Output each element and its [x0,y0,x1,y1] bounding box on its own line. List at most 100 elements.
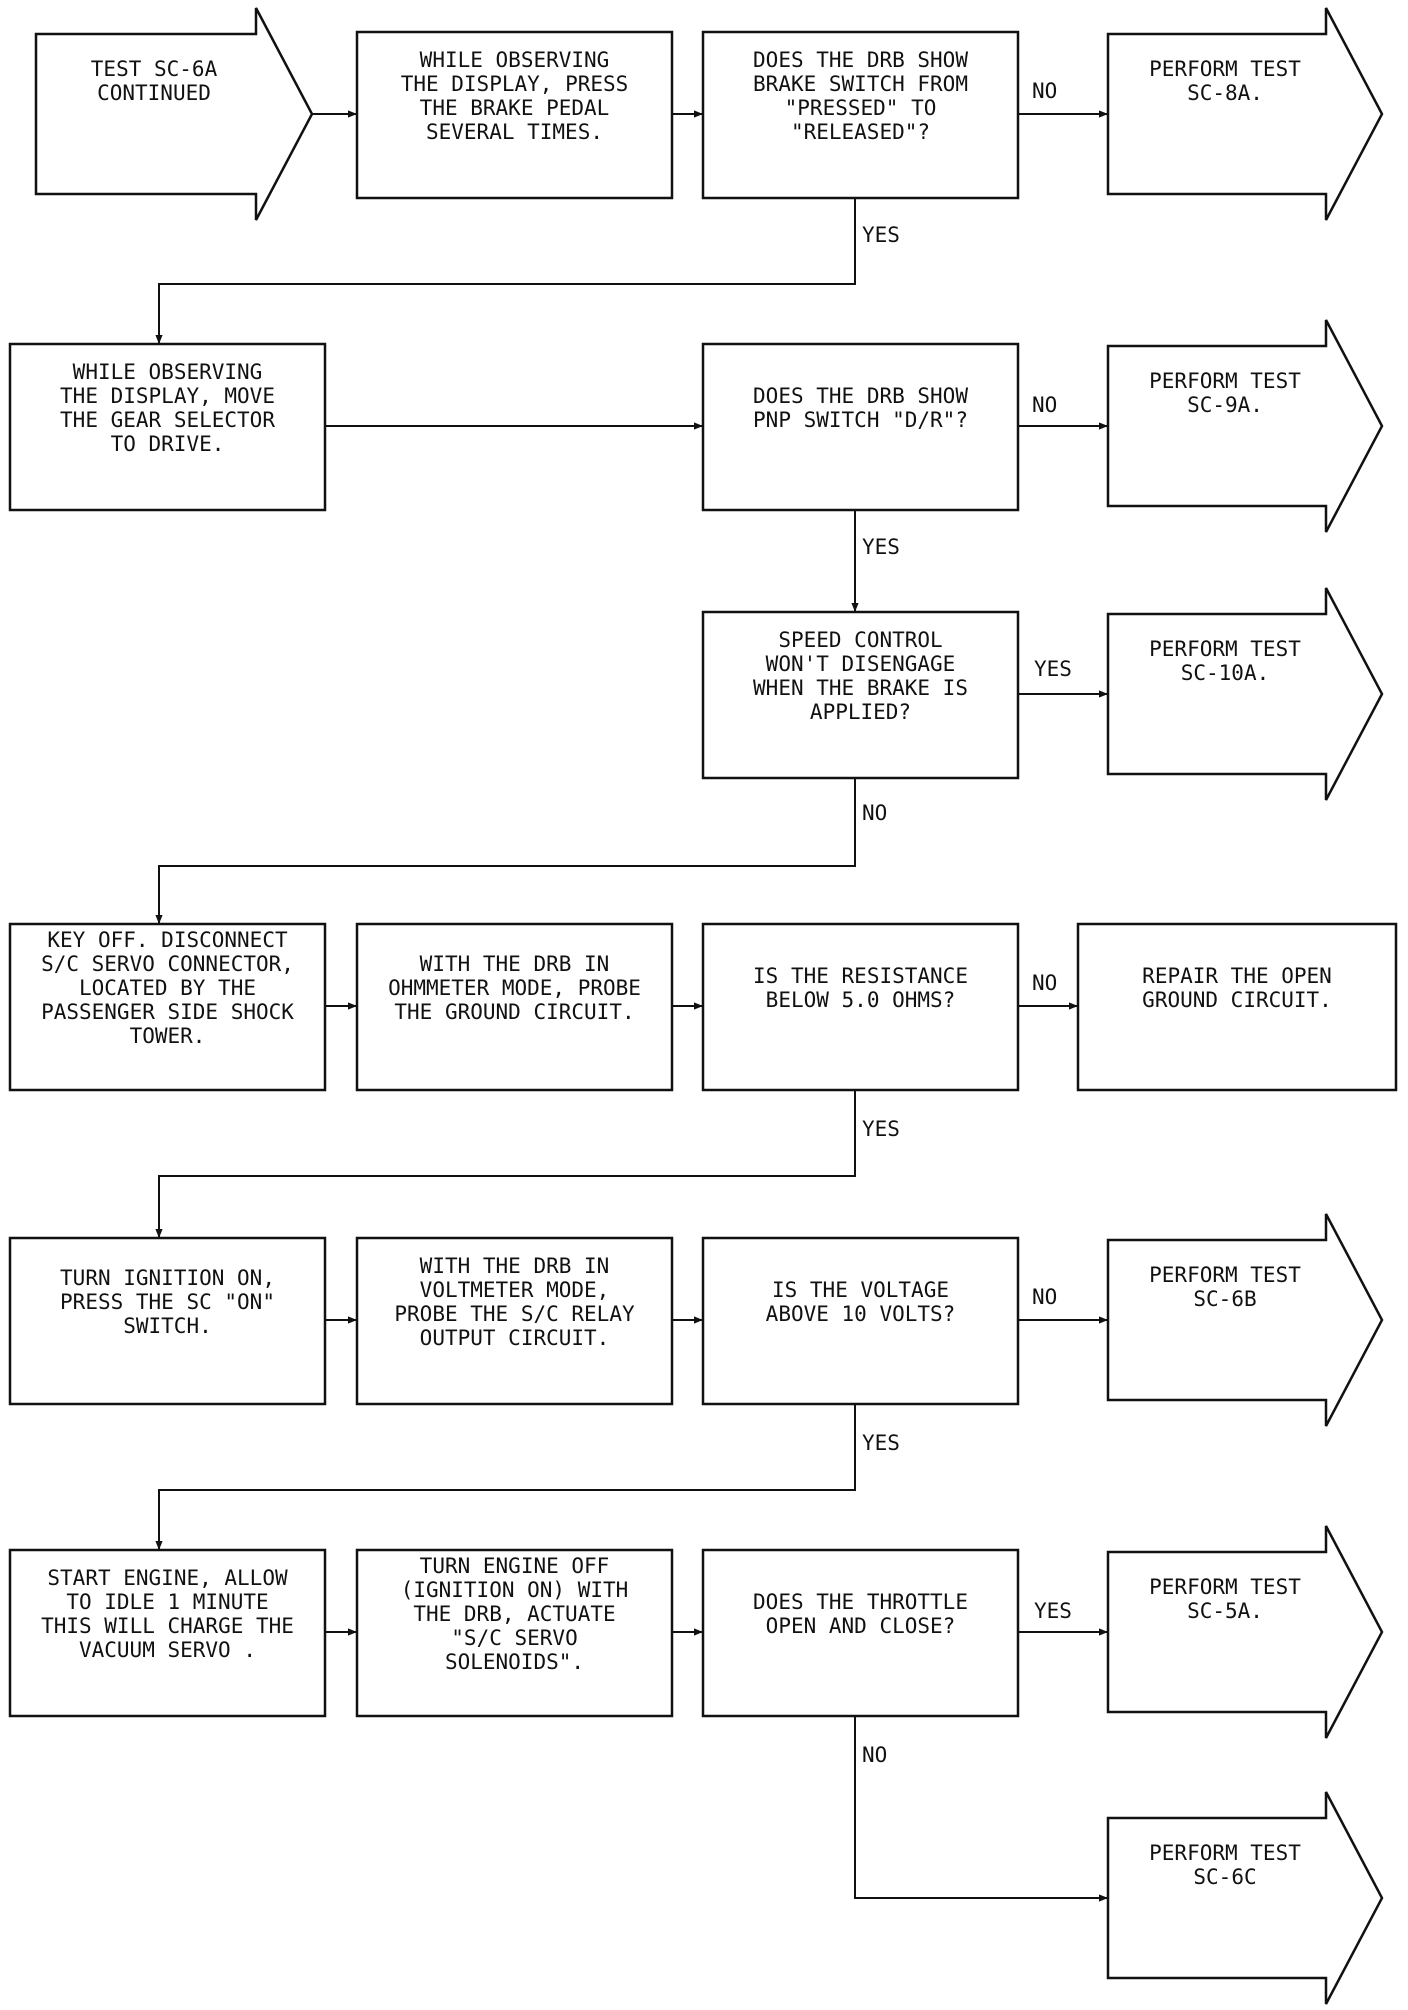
edge-label-no: NO [862,801,887,825]
box-text-line: PNP SWITCH "D/R"? [753,408,968,432]
box-text-line: CONTINUED [97,81,211,105]
box-text-line: THIS WILL CHARGE THE [41,1614,294,1638]
arrow-outline [1106,587,1384,801]
connector-arrow [155,778,856,924]
box-text-line: THE DISPLAY, PRESS [401,72,629,96]
box-text-line: IS THE RESISTANCE [753,964,968,988]
box-text-line: PRESS THE SC "ON" [60,1290,275,1314]
box-text-line: OPEN AND CLOSE? [766,1614,956,1638]
box-text-line: "PRESSED" TO [785,96,937,120]
box-outline [8,1548,327,1718]
box-text-line: SC-6C [1193,1865,1256,1889]
box-outline [8,922,327,1092]
box-text-line: TEST SC-6A [91,57,218,81]
connector-arrow [155,1404,856,1550]
arrow-outline [1106,319,1384,533]
box-text-line: PROBE THE S/C RELAY [394,1302,635,1326]
connector-arrow [155,1090,856,1238]
box-outline [701,1548,1020,1718]
box-text-line: TURN IGNITION ON, [60,1266,275,1290]
box-text-line: SC-6B [1193,1287,1256,1311]
box-text-line: KEY OFF. DISCONNECT [47,928,288,952]
arrow-outline [34,7,314,221]
box-text-line: THE BRAKE PEDAL [420,96,610,120]
box-text-line: WITH THE DRB IN [420,952,610,976]
box-outline [701,30,1020,200]
box-outline [8,1236,327,1406]
box-text-line: PERFORM TEST [1149,1841,1301,1865]
edge-label-no: NO [1032,393,1057,417]
box-text-line: PERFORM TEST [1149,57,1301,81]
box-text-line: TO IDLE 1 MINUTE [66,1590,268,1614]
arrow-outline [1106,1791,1384,2005]
edge-label-no: NO [1032,971,1057,995]
box-text-line: THE DRB, ACTUATE [413,1602,615,1626]
box-outline [701,342,1020,512]
box-text-line: WITH THE DRB IN [420,1254,610,1278]
box-text-line: WHILE OBSERVING [420,48,610,72]
edge-label-yes: YES [862,535,900,559]
box-text-line: SOLENOIDS". [445,1650,584,1674]
box-text-line: DOES THE DRB SHOW [753,48,968,72]
box-text-line: WHEN THE BRAKE IS [753,676,968,700]
box-text-line: VACUUM SERVO . [79,1638,256,1662]
box-text-line: GROUND CIRCUIT. [1142,988,1332,1012]
connector-arrow [854,1716,1108,1902]
box-text-line: SC-10A. [1181,661,1270,685]
box-text-line: PERFORM TEST [1149,369,1301,393]
box-text-line: SWITCH. [123,1314,212,1338]
box-text-line: REPAIR THE OPEN [1142,964,1332,988]
box-text-line: DOES THE THROTTLE [753,1590,968,1614]
box-text-line: TO DRIVE. [111,432,225,456]
box-text-line: SC-8A. [1187,81,1263,105]
box-text-line: "RELEASED"? [791,120,930,144]
connector-arrow [155,198,856,344]
edge-label-yes: YES [1034,657,1072,681]
box-outline [355,30,674,200]
edge-label-yes: YES [1034,1599,1072,1623]
box-text-line: PASSENGER SIDE SHOCK [41,1000,294,1024]
arrow-outline [1106,1525,1384,1739]
box-text-line: S/C SERVO CONNECTOR, [41,952,294,976]
box-text-line: WON'T DISENGAGE [766,652,956,676]
arrow-outline [1106,7,1384,221]
edge-label-no: NO [1032,79,1057,103]
box-text-line: THE DISPLAY, MOVE [60,384,275,408]
edge-label-yes: YES [862,1117,900,1141]
box-text-line: VOLTMETER MODE, [420,1278,610,1302]
box-text-line: THE GROUND CIRCUIT. [394,1000,634,1024]
step-box-ignition-on: TURN IGNITION ON,PRESS THE SC "ON"SWITCH… [8,1236,327,1406]
edge-label-yes: YES [862,1431,900,1455]
box-text-line: TOWER. [130,1024,206,1048]
box-outline [8,342,327,512]
box-text-line: PERFORM TEST [1149,1263,1301,1287]
box-text-line: OUTPUT CIRCUIT. [420,1326,610,1350]
box-text-line: LOCATED BY THE [79,976,256,1000]
connector-lines [155,110,1108,1902]
box-text-line: BRAKE SWITCH FROM [753,72,968,96]
box-text-line: START ENGINE, ALLOW [47,1566,288,1590]
box-text-line: SC-5A. [1187,1599,1263,1623]
box-text-line: SEVERAL TIMES. [426,120,603,144]
box-text-line: "S/C SERVO [451,1626,577,1650]
box-outline [355,1236,674,1406]
